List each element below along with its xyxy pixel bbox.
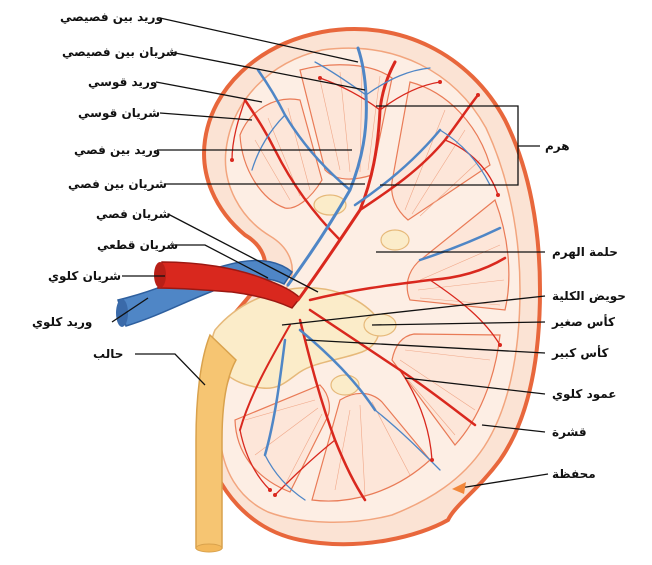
label-renal-papilla: حلمة الهرم [552, 245, 618, 259]
label-cortex: قشرة [552, 425, 587, 439]
label-interlobular-vein: وريد بين فصيصي [60, 10, 163, 24]
leader-segmental-artery [170, 244, 269, 279]
capsule-arrowhead [452, 482, 466, 494]
leader-minor-calyx [371, 321, 546, 326]
veins [251, 46, 502, 501]
leader-renal-vein [111, 297, 149, 323]
glomeruli [230, 76, 502, 497]
leader-interlobular-vein [159, 17, 359, 63]
leader-lobar-artery [167, 213, 319, 293]
label-minor-calyx: كأس صغير [552, 315, 615, 329]
pyramid-bottom [311, 392, 431, 502]
label-interlobar-artery: شريان بين فصي [68, 177, 167, 191]
pyramid-lower-right [391, 333, 501, 446]
minor-calyx-2 [380, 229, 410, 251]
ureter-cut-end [195, 543, 223, 553]
label-major-calyx: كأس كبير [552, 346, 609, 360]
label-lobar-artery: شريان فصي [96, 207, 171, 221]
label-interlobar-vein: وريد بين فصي [74, 143, 161, 157]
label-interlobular-artery: شريان بين فصيصي [62, 45, 178, 59]
leader-renal-column [404, 377, 546, 395]
leader-lines [111, 17, 549, 489]
label-renal-pelvis: حويض الكلية [552, 289, 626, 303]
pyramid-lower-left [234, 384, 330, 493]
leader-capsule [459, 473, 549, 489]
label-renal-vein: وريد كلوي [32, 315, 93, 329]
label-pyramid: هرم [545, 139, 570, 153]
renal-artery-cut-end [154, 262, 166, 288]
leader-renal-pelvis [281, 295, 546, 326]
label-segmental-artery: شريان قطعي [97, 238, 179, 252]
leader-arcuate-artery [159, 112, 253, 121]
leader-ureter [135, 353, 206, 386]
leader-arcuate-vein [155, 81, 263, 103]
leader-interlobular-artery [169, 51, 366, 91]
leader-cortex [481, 424, 546, 433]
arteries [231, 60, 507, 502]
label-renal-column: عمود كلوي [552, 387, 617, 401]
label-capsule: محفظة [552, 467, 596, 481]
label-renal-artery: شريان كلوي [48, 269, 122, 283]
label-arcuate-vein: وريد قوسي [88, 75, 158, 89]
label-arcuate-artery: شريان قوسي [78, 106, 161, 120]
label-ureter: حالب [93, 347, 124, 361]
leader-major-calyx [305, 339, 546, 354]
renal-vein-cut-end [116, 299, 128, 327]
